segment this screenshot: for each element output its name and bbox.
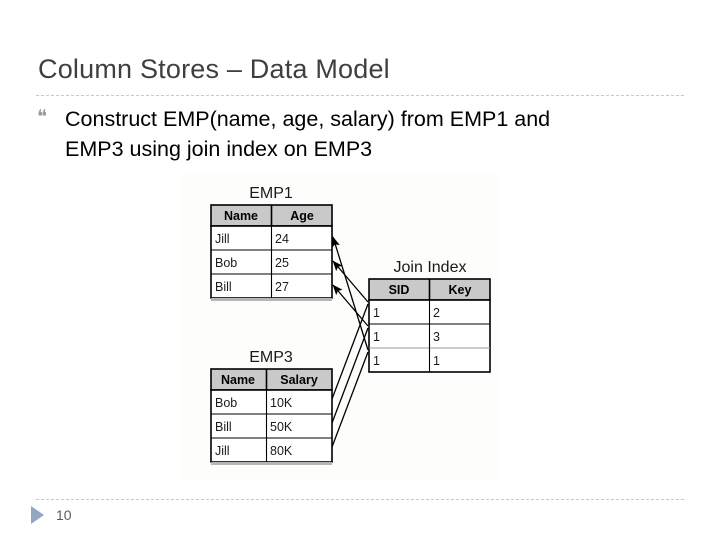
ji-r0-c1: 2 [433, 306, 440, 320]
ji-r1-c0: 1 [373, 330, 380, 344]
ji-r2-c0: 1 [373, 354, 380, 368]
table-ji-header-sid: SID [389, 283, 410, 297]
emp1-r1-c1: 25 [275, 256, 289, 270]
emp1-r0-c0: Jill [215, 232, 230, 246]
table-emp1-header-age: Age [290, 209, 314, 223]
connector-ji2-emp3 [331, 327, 369, 424]
bullet-item: ❝ Construct EMP(name, age, salary) from … [33, 104, 693, 164]
emp3-r2-c1: 80K [270, 444, 293, 458]
ji-r0-c0: 1 [373, 306, 380, 320]
title-divider [36, 95, 684, 96]
table-emp3-caption: EMP3 [249, 349, 293, 366]
bullet-text: Construct EMP(name, age, salary) from EM… [65, 104, 693, 164]
table-ji-header-key: Key [449, 283, 472, 297]
emp3-r1-c1: 50K [270, 420, 293, 434]
emp3-r2-c0: Jill [215, 444, 230, 458]
emp3-r1-c0: Bill [215, 420, 232, 434]
emp1-r0-c1: 24 [275, 232, 289, 246]
triangle-marker-icon [31, 506, 44, 524]
join-index-diagram: EMP1 Name Age Jill 24 Bob 25 Bill 27 Joi… [180, 174, 500, 480]
connector-ji2-emp1 [332, 284, 369, 327]
emp1-r2-c1: 27 [275, 280, 289, 294]
page-title: Column Stores – Data Model [38, 54, 390, 84]
table-join-index-caption: Join Index [394, 259, 467, 276]
slide-number: 10 [56, 507, 72, 523]
bullet-marker-icon: ❝ [37, 106, 48, 128]
body-content: ❝ Construct EMP(name, age, salary) from … [33, 104, 693, 164]
ji-r1-c1: 3 [433, 330, 440, 344]
table-emp1-caption: EMP1 [249, 185, 293, 202]
ji-r2-c1: 1 [433, 354, 440, 368]
table-emp3-header-name: Name [221, 373, 255, 387]
emp1-r2-c0: Bill [215, 280, 232, 294]
footer-divider [36, 499, 684, 500]
table-join-index: Join Index SID Key 1 2 1 3 1 1 [368, 259, 491, 373]
bullet-line-1: Construct EMP(name, age, salary) from EM… [65, 107, 551, 131]
emp1-r1-c0: Bob [215, 256, 237, 270]
connector-ji3-emp3 [331, 351, 369, 448]
emp3-r0-c0: Bob [215, 396, 237, 410]
table-emp1: EMP1 Name Age Jill 24 Bob 25 Bill 27 [210, 185, 333, 301]
table-emp3-header-salary: Salary [280, 373, 318, 387]
connector-lines [331, 236, 369, 448]
bullet-line-2: EMP3 using join index on EMP3 [65, 137, 373, 161]
connector-ji1-emp1 [332, 260, 369, 303]
connector-ji1-emp3 [331, 303, 369, 400]
table-emp1-header-name: Name [224, 209, 258, 223]
table-emp3: EMP3 Name Salary Bob 10K Bill 50K Jill 8… [210, 349, 333, 465]
emp3-r0-c1: 10K [270, 396, 293, 410]
connector-ji3-emp1 [331, 236, 369, 351]
